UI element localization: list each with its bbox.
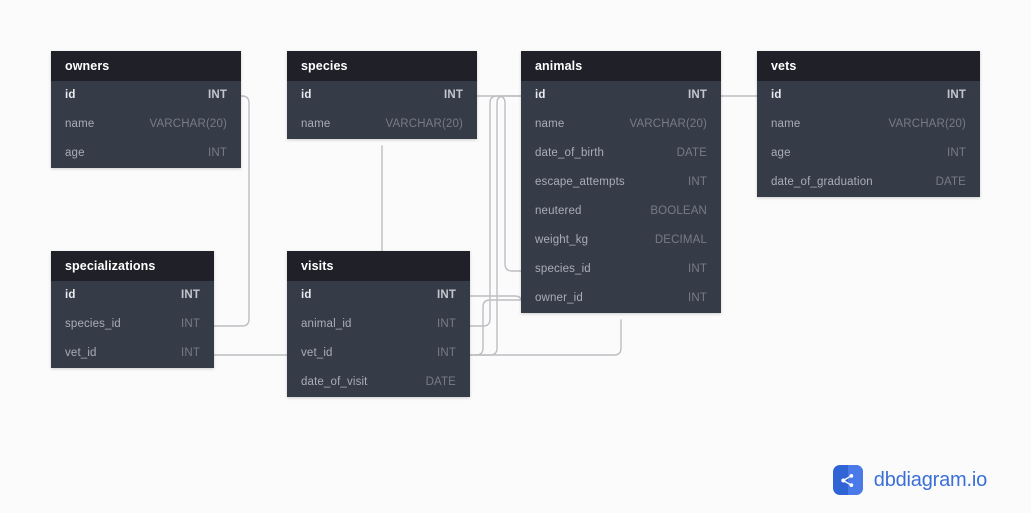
table-title: species (287, 51, 477, 81)
field-row-owner_id[interactable]: owner_id INT (521, 284, 721, 313)
field-name: id (65, 89, 76, 101)
field-row-age[interactable]: age INT (757, 139, 980, 168)
field-row-id[interactable]: id INT (521, 81, 721, 110)
field-type: INT (208, 147, 227, 159)
field-name: name (535, 118, 565, 130)
relation-visits-animal-id-to-animals-id (469, 95, 522, 327)
field-row-id[interactable]: id INT (51, 81, 241, 110)
field-name: species_id (65, 318, 121, 330)
field-name: owner_id (535, 292, 583, 304)
field-row-id[interactable]: id INT (287, 81, 477, 110)
field-type: INT (688, 292, 707, 304)
field-row-weight_kg[interactable]: weight_kg DECIMAL (521, 226, 721, 255)
table-title: visits (287, 251, 470, 281)
field-row-species_id[interactable]: species_id INT (521, 255, 721, 284)
field-name: weight_kg (535, 234, 589, 246)
field-row-id[interactable]: id INT (287, 281, 470, 310)
field-name: name (771, 118, 801, 130)
relation-animals-owner-id-route (469, 299, 522, 356)
field-name: id (535, 89, 546, 101)
field-name: name (301, 118, 331, 130)
field-row-name[interactable]: name VARCHAR(20) (757, 110, 980, 139)
relation-species-id-to-animals-species-id (476, 95, 522, 272)
field-name: id (771, 89, 782, 101)
table-title: specializations (51, 251, 214, 281)
field-name: id (65, 289, 76, 301)
field-type: VARCHAR(20) (888, 118, 966, 130)
field-row-name[interactable]: name VARCHAR(20) (521, 110, 721, 139)
field-type: INT (181, 347, 200, 359)
field-name: species_id (535, 263, 591, 275)
field-name: id (301, 289, 312, 301)
field-type: INT (688, 176, 707, 188)
field-name: id (301, 89, 312, 101)
field-type: INT (437, 347, 456, 359)
field-row-name[interactable]: name VARCHAR(20) (51, 110, 241, 139)
field-row-name[interactable]: name VARCHAR(20) (287, 110, 477, 139)
field-type: VARCHAR(20) (629, 118, 707, 130)
field-row-escape_attempts[interactable]: escape_attempts INT (521, 168, 721, 197)
field-name: name (65, 118, 95, 130)
table-title: animals (521, 51, 721, 81)
field-name: date_of_graduation (771, 176, 873, 188)
watermark-label: dbdiagram.io (873, 468, 987, 491)
table-title: vets (757, 51, 980, 81)
field-name: animal_id (301, 318, 352, 330)
table-title: owners (51, 51, 241, 81)
field-row-id[interactable]: id INT (757, 81, 980, 110)
field-name: neutered (535, 205, 582, 217)
field-type: INT (437, 318, 456, 330)
field-name: vet_id (65, 347, 97, 359)
relation-animals-bottom-loop (475, 319, 622, 356)
field-name: date_of_visit (301, 376, 368, 388)
field-row-id[interactable]: id INT (51, 281, 214, 310)
field-row-vet_id[interactable]: vet_id INT (51, 339, 214, 368)
field-name: age (65, 147, 85, 159)
table-species[interactable]: species id INT name VARCHAR(20) (287, 51, 477, 139)
field-row-date_of_visit[interactable]: date_of_visit DATE (287, 368, 470, 397)
field-name: vet_id (301, 347, 333, 359)
field-row-date_of_graduation[interactable]: date_of_graduation DATE (757, 168, 980, 197)
field-type: VARCHAR(20) (149, 118, 227, 130)
share-network-icon (832, 465, 863, 495)
field-type: INT (208, 89, 227, 101)
field-type: INT (181, 289, 200, 301)
relation-visits-id-to-animals (469, 295, 522, 301)
field-type: INT (444, 89, 463, 101)
field-type: DECIMAL (654, 234, 707, 246)
field-type: INT (688, 89, 707, 101)
field-row-age[interactable]: age INT (51, 139, 241, 168)
field-type: BOOLEAN (650, 205, 707, 217)
field-row-species_id[interactable]: species_id INT (51, 310, 214, 339)
field-type: INT (437, 289, 456, 301)
field-type: DATE (676, 147, 707, 159)
field-name: escape_attempts (535, 176, 625, 188)
dbdiagram-watermark[interactable]: dbdiagram.io (832, 465, 987, 495)
field-type: INT (688, 263, 707, 275)
relation-visits-vet-id-riser (469, 95, 522, 356)
field-type: DATE (935, 176, 966, 188)
field-row-vet_id[interactable]: vet_id INT (287, 339, 470, 368)
field-row-neutered[interactable]: neutered BOOLEAN (521, 197, 721, 226)
field-row-date_of_birth[interactable]: date_of_birth DATE (521, 139, 721, 168)
field-type: INT (947, 147, 966, 159)
field-name: date_of_birth (535, 147, 605, 159)
field-row-animal_id[interactable]: animal_id INT (287, 310, 470, 339)
field-type: INT (947, 89, 966, 101)
field-type: DATE (425, 376, 456, 388)
field-name: age (771, 147, 791, 159)
field-type: VARCHAR(20) (385, 118, 463, 130)
field-type: INT (181, 318, 200, 330)
